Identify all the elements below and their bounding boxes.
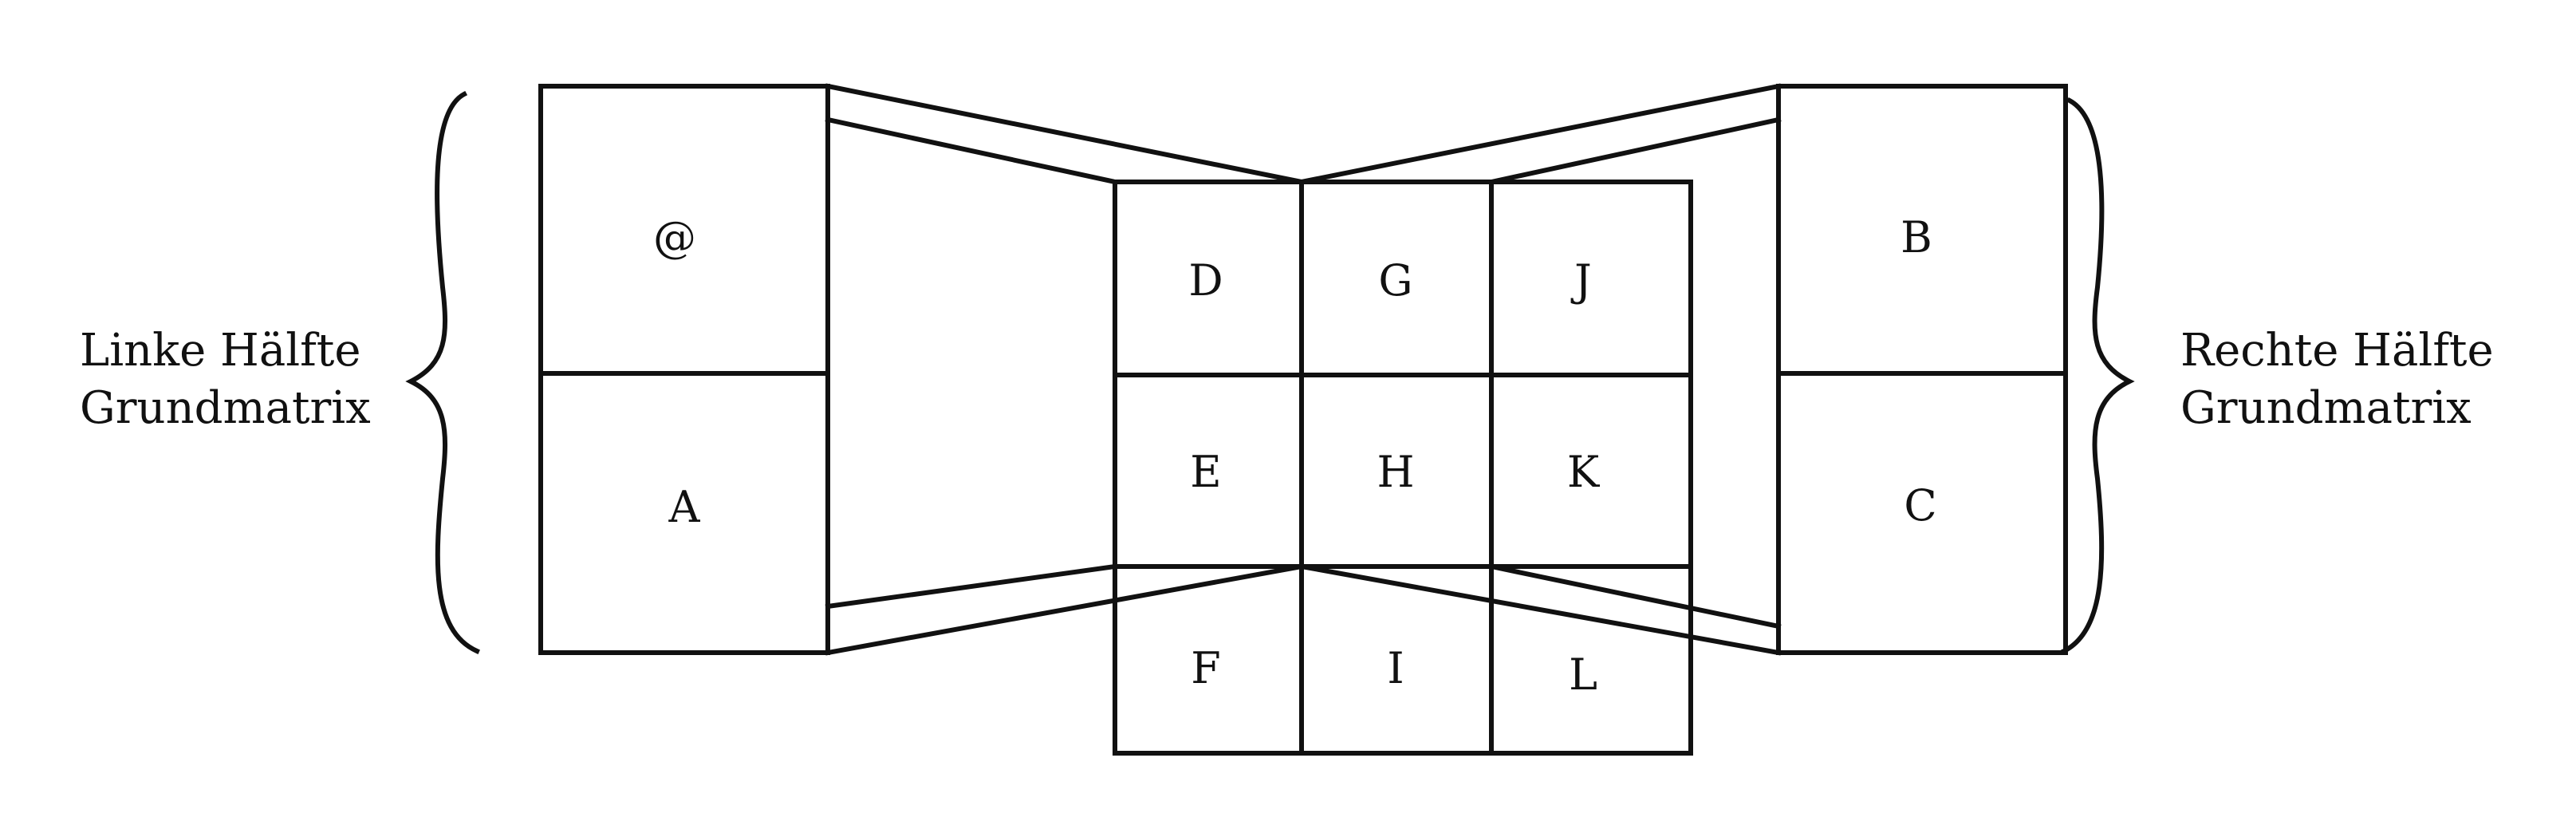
right-block-outline [1776, 84, 2068, 655]
cell-k: K [1567, 447, 1601, 497]
cell-h: H [1377, 447, 1414, 497]
cell-b: B [1900, 212, 1932, 262]
right-strip-top [1301, 83, 1782, 184]
right-label-line2: Grundmatrix [2180, 382, 2472, 434]
cell-d: D [1188, 255, 1223, 306]
left-half-block: @ A [538, 84, 830, 655]
left-block-outline [538, 84, 830, 655]
cell-a: A [668, 482, 701, 532]
left-label-line1: Linke Hälfte [80, 325, 361, 377]
left-strip-top [825, 83, 1302, 184]
left-brace [405, 90, 480, 654]
right-label-line1: Rechte Hälfte [2180, 325, 2494, 377]
left-label-line2: Grundmatrix [80, 382, 371, 434]
cell-c: C [1904, 480, 1936, 531]
cell-j: J [1570, 255, 1592, 306]
right-strip-bottom [1301, 564, 1782, 656]
right-half-block: B C [1776, 84, 2068, 655]
center-grid: D G J E H K F I L [1113, 180, 1693, 756]
cell-l: L [1569, 649, 1597, 700]
cell-f: F [1191, 643, 1220, 693]
cell-g: G [1378, 255, 1412, 306]
center-grid-outline [1113, 180, 1693, 756]
cell-e: E [1190, 447, 1221, 497]
right-brace [2060, 97, 2135, 655]
left-strip-bottom [825, 564, 1302, 656]
cell-i: I [1387, 643, 1404, 693]
cell-at: @ [653, 212, 696, 262]
